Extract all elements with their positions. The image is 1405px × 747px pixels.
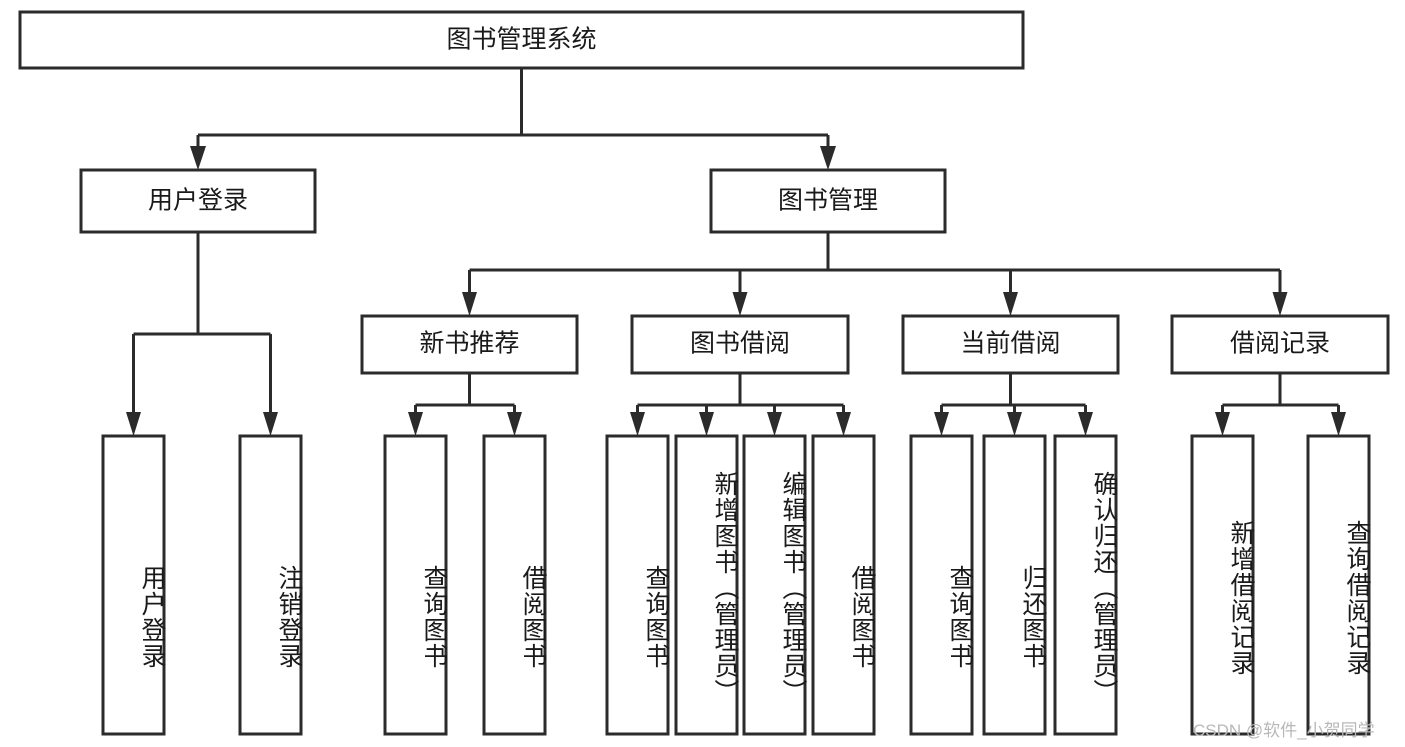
arrowhead-user-login	[190, 146, 206, 170]
node-book-mgmt[interactable]: 图书管理	[709, 168, 947, 234]
node-user-login-box[interactable]	[79, 168, 317, 234]
node-book-mgmt-box[interactable]	[709, 168, 947, 234]
node-leaf-confirm-return-box[interactable]	[1053, 434, 1118, 736]
node-new-book-rec[interactable]: 新书推荐	[360, 314, 579, 375]
arrowhead-leaf-confirm-return	[1078, 412, 1093, 436]
connector-group-current-borrow	[934, 373, 1093, 436]
leaf-boxes-group	[101, 434, 1371, 736]
arrowhead-new-book-rec	[462, 292, 477, 316]
node-current-borrow-box[interactable]	[901, 314, 1120, 375]
node-book-borrow[interactable]: 图书借阅	[630, 314, 850, 375]
node-borrow-record-label: 借阅记录	[1230, 330, 1330, 358]
node-leaf-borrow-book-1-box[interactable]	[482, 434, 547, 736]
node-leaf-borrow-book-2-box[interactable]	[811, 434, 876, 736]
node-book-borrow-box[interactable]	[630, 314, 850, 375]
connector-group-root	[190, 68, 836, 170]
arrowhead-leaf-query-book-1	[408, 412, 423, 436]
arrowhead-leaf-edit-book	[767, 412, 782, 436]
node-leaf-edit-book-box[interactable]	[742, 434, 807, 736]
node-current-borrow[interactable]: 当前借阅	[901, 314, 1120, 375]
node-borrow-record-box[interactable]	[1170, 314, 1390, 375]
arrowhead-current-borrow	[1003, 292, 1018, 316]
arrowhead-leaf-query-book-3	[934, 412, 949, 436]
arrowhead-borrow-record	[1272, 292, 1288, 316]
arrowhead-leaf-borrow-book-2	[836, 412, 851, 436]
connector-group-borrow-record	[1215, 373, 1346, 436]
connector-group-user-login	[126, 232, 278, 436]
arrowhead-book-mgmt	[820, 146, 836, 170]
connector-group-book-borrow	[630, 373, 851, 436]
node-user-login[interactable]: 用户登录	[79, 168, 317, 234]
node-root-box[interactable]	[18, 10, 1025, 70]
arrowhead-leaf-borrow-book-1	[507, 412, 522, 436]
node-user-login-label: 用户登录	[148, 187, 248, 215]
node-root[interactable]: 图书管理系统	[18, 10, 1025, 70]
node-leaf-query-book-3-box[interactable]	[909, 434, 974, 736]
arrowhead-leaf-user-login	[126, 412, 141, 436]
arrowhead-leaf-logout	[263, 412, 278, 436]
arrowhead-leaf-query-book-2	[630, 412, 645, 436]
node-leaf-query-book-1-box[interactable]	[383, 434, 448, 736]
node-leaf-add-book-box[interactable]	[674, 434, 739, 736]
node-root-label: 图书管理系统	[446, 26, 596, 54]
arrowhead-leaf-add-record	[1215, 412, 1230, 436]
node-leaf-query-record-box[interactable]	[1306, 434, 1371, 736]
node-book-borrow-label: 图书借阅	[690, 330, 790, 358]
connector-group-book-mgmt	[462, 232, 1288, 316]
node-current-borrow-label: 当前借阅	[960, 330, 1060, 358]
node-new-book-rec-box[interactable]	[360, 314, 579, 375]
node-borrow-record[interactable]: 借阅记录	[1170, 314, 1390, 375]
node-leaf-user-login-box[interactable]	[101, 434, 166, 736]
csdn-watermark: CSDN @软件_小贺同学	[1193, 721, 1375, 740]
arrowhead-leaf-return-book	[1007, 412, 1022, 436]
arrowhead-book-borrow	[732, 292, 748, 316]
arrowhead-leaf-add-book	[699, 412, 714, 436]
node-leaf-add-record-box[interactable]	[1190, 434, 1255, 736]
node-leaf-return-book-box[interactable]	[982, 434, 1047, 736]
node-book-mgmt-label: 图书管理	[778, 187, 878, 215]
node-leaf-query-book-2-box[interactable]	[605, 434, 670, 736]
connector-group-new-book-rec	[408, 373, 522, 436]
node-leaf-logout-box[interactable]	[238, 434, 303, 736]
node-new-book-rec-label: 新书推荐	[419, 330, 519, 358]
arrowhead-leaf-query-record	[1331, 412, 1346, 436]
